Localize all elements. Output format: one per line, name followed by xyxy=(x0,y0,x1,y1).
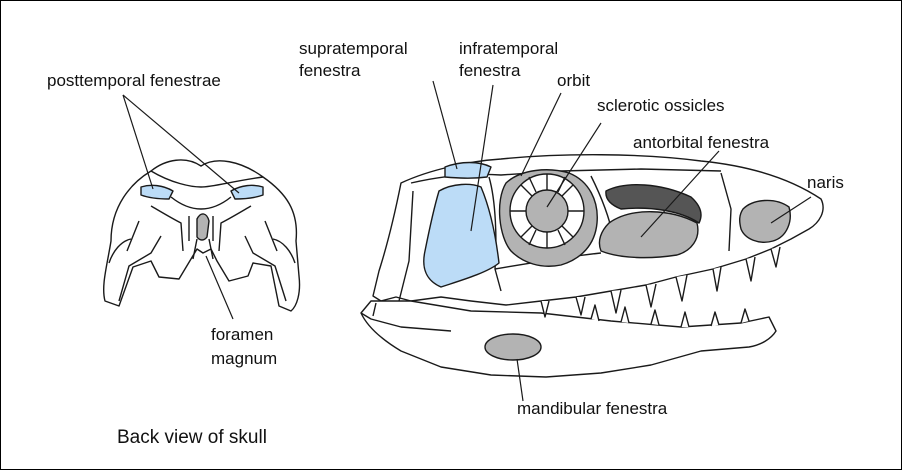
mandibular-fenestra-label: mandibular fenestra xyxy=(517,399,667,419)
occipital-condyle xyxy=(197,214,209,240)
naris-opening xyxy=(740,200,791,242)
infratemporal-label-line1: infratemporal xyxy=(459,39,558,59)
back-view-skull xyxy=(104,160,300,311)
foramen-magnum-label-line2: magnum xyxy=(211,349,277,369)
sclerotic-ossicles-label: sclerotic ossicles xyxy=(597,96,725,116)
side-view-skull xyxy=(361,155,823,377)
orbit-label: orbit xyxy=(557,71,590,91)
posttemporal-fenestrae-label: posttemporal fenestrae xyxy=(47,71,221,91)
infratemporal-label-line2: fenestra xyxy=(459,61,520,81)
diagram-caption: Back view of skull xyxy=(117,427,267,449)
antorbital-fenestra-label: antorbital fenestra xyxy=(633,133,769,153)
supratemporal-label-line1: supratemporal xyxy=(299,39,408,59)
foramen-magnum-label-line1: foramen xyxy=(211,325,273,345)
mandibular-fenestra xyxy=(485,334,541,360)
supratemporal-fenestra xyxy=(445,163,491,179)
naris-label: naris xyxy=(807,173,844,193)
supratemporal-label-line2: fenestra xyxy=(299,61,360,81)
lower-jaw xyxy=(361,301,776,377)
